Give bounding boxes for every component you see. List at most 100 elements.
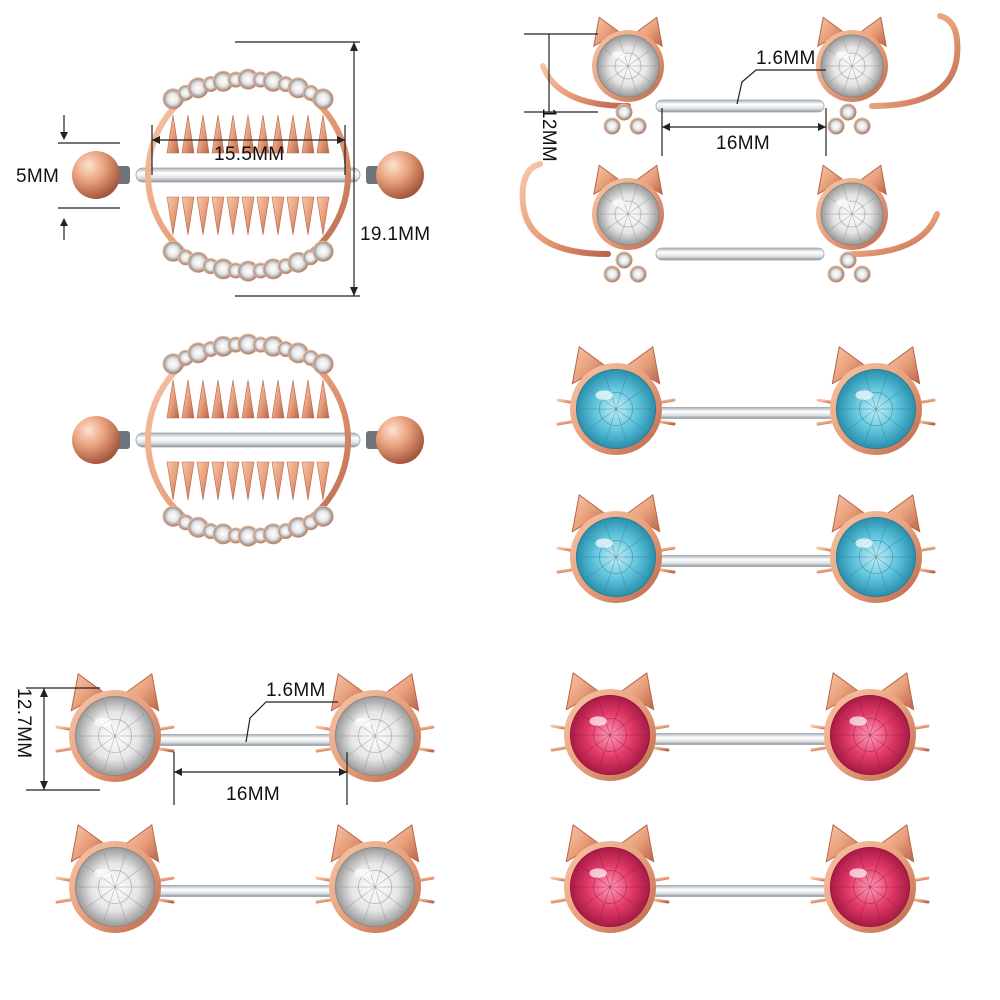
shield-spike xyxy=(226,196,240,236)
shield-spike xyxy=(211,196,225,236)
shield-spike xyxy=(301,114,315,154)
small-crystal xyxy=(630,266,646,282)
gem-facet xyxy=(875,408,906,431)
gem-facet xyxy=(609,713,640,736)
cat-tail xyxy=(869,13,961,109)
gem-facet xyxy=(615,408,628,444)
gem-facet xyxy=(604,556,617,592)
gem-facet xyxy=(875,408,888,444)
gem-facet xyxy=(609,865,640,888)
steel-bar xyxy=(135,167,361,183)
gem-facet xyxy=(851,38,862,67)
small-crystal xyxy=(840,252,856,268)
steel-bar xyxy=(655,247,825,261)
gem-facet xyxy=(851,48,876,67)
shield-spike xyxy=(316,379,330,419)
gem-facet xyxy=(604,213,629,232)
shield-spike xyxy=(256,196,270,236)
steel-bar xyxy=(655,555,837,567)
shield-spike xyxy=(241,461,255,501)
gem-table xyxy=(357,869,393,905)
gem-highlight xyxy=(589,868,607,878)
gem-facet xyxy=(85,886,116,909)
gem-highlight xyxy=(835,51,850,59)
shield-spike xyxy=(301,461,315,501)
gem-table xyxy=(598,539,634,575)
shield-spike xyxy=(271,114,285,154)
gem-facet xyxy=(609,886,640,909)
gem-highlight xyxy=(354,717,372,727)
gem-facet xyxy=(869,734,900,757)
gem-facet xyxy=(615,522,628,558)
gem-facet xyxy=(851,65,876,84)
gem-facet xyxy=(114,886,127,922)
gem-facet xyxy=(604,374,617,410)
cat-tail-dimensions: 12MM 1.6MM 16MM xyxy=(524,33,827,162)
gem-highlight xyxy=(835,199,850,207)
cat-tail-piercings xyxy=(519,13,961,283)
cat-tail xyxy=(540,63,631,109)
gem-facet xyxy=(840,886,871,909)
gem-facet xyxy=(627,213,652,232)
gem-facet xyxy=(586,408,617,431)
gem-facet xyxy=(374,886,405,909)
small-crystal xyxy=(854,118,870,134)
small-crystal xyxy=(604,266,620,282)
gem-facet xyxy=(846,556,877,579)
gem-facet xyxy=(580,734,611,757)
shield-spike xyxy=(256,461,270,501)
shield-spike xyxy=(181,196,195,236)
gem-facet xyxy=(869,865,900,888)
shield-spike xyxy=(286,461,300,501)
gem-table xyxy=(97,718,133,754)
shield-spike xyxy=(241,379,255,419)
gem-facet xyxy=(598,734,611,770)
gem-facet xyxy=(627,65,652,84)
gem-facet xyxy=(374,735,387,771)
shield-spike xyxy=(166,114,180,154)
shield-spike xyxy=(166,196,180,236)
steel-bar xyxy=(655,99,825,113)
shield-spike xyxy=(286,379,300,419)
shield-ball-size-label: 5MM xyxy=(16,166,59,187)
gem-facet xyxy=(598,700,611,736)
gem-table xyxy=(357,718,393,754)
small-crystal xyxy=(840,104,856,120)
gem-facet xyxy=(858,852,871,888)
small-crystal xyxy=(854,266,870,282)
shield-spike xyxy=(256,379,270,419)
cat-face-barbell-icon xyxy=(55,673,435,782)
cat-tail xyxy=(849,211,940,257)
gem-facet xyxy=(615,556,628,592)
cat-face-dimensions: 12.7MM 1.6MM 16MM xyxy=(13,680,348,805)
gem-facet xyxy=(618,65,629,94)
gem-facet xyxy=(864,408,877,444)
gem-table xyxy=(598,391,634,427)
gem-facet xyxy=(609,700,622,736)
gem-facet xyxy=(374,886,387,922)
gem-highlight xyxy=(611,51,626,59)
steel-bar xyxy=(649,885,831,897)
gem-facet xyxy=(103,735,116,771)
gem-highlight xyxy=(855,538,873,548)
gem-table xyxy=(614,52,642,80)
shield-spike xyxy=(316,114,330,154)
steel-bar xyxy=(655,407,837,419)
gem-highlight xyxy=(855,390,873,400)
gem-facet xyxy=(858,886,871,922)
gem-facet xyxy=(828,213,853,232)
gem-facet xyxy=(615,408,646,431)
gem-facet xyxy=(114,735,145,758)
cat-face-barbell-icon xyxy=(55,824,435,933)
gem-facet xyxy=(618,186,629,215)
gem-highlight xyxy=(849,716,867,726)
shield-spike xyxy=(286,114,300,154)
gem-facet xyxy=(374,852,387,888)
cat-face-barbell-icon xyxy=(556,346,936,455)
gem-facet xyxy=(103,852,116,888)
gem-table xyxy=(838,200,866,228)
gem-facet xyxy=(114,865,145,888)
gem-table xyxy=(852,869,888,905)
shield-spike xyxy=(196,114,210,154)
gem-facet xyxy=(609,734,622,770)
